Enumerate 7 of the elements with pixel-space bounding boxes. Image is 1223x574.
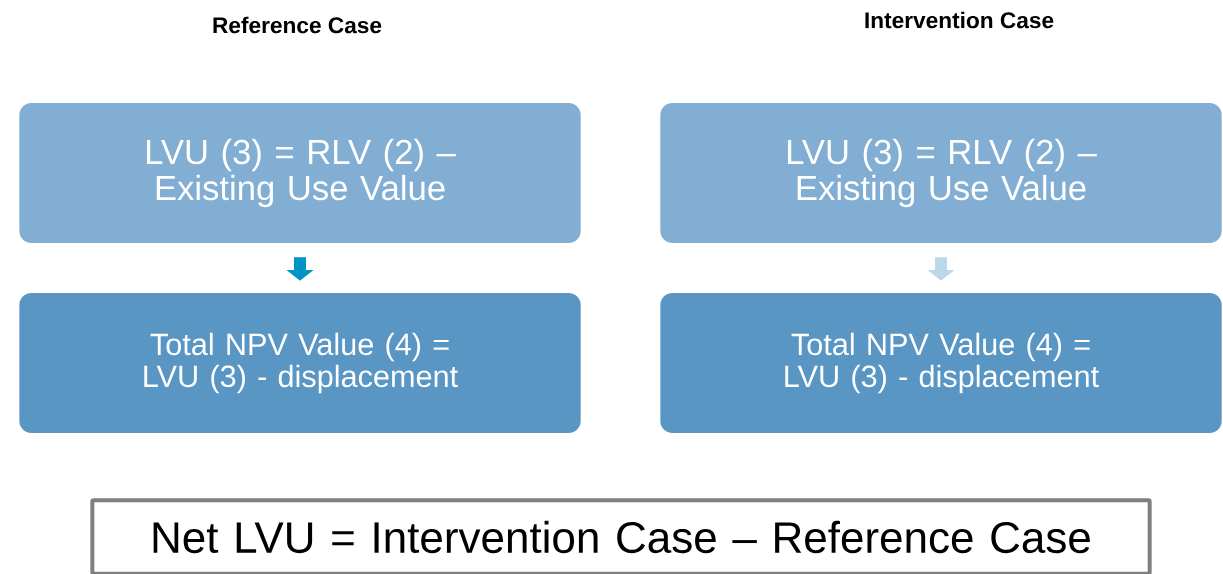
column-heading: Reference Case xyxy=(213,16,382,34)
formula-box: Net LVU = Intervention Case – Reference Case xyxy=(90,498,1152,574)
column-heading: Intervention Case xyxy=(865,11,1054,29)
process-box: LVU (3) = RLV (2) – Existing Use Value xyxy=(660,103,1222,243)
process-box: LVU (3) = RLV (2) – Existing Use Value xyxy=(19,103,581,243)
process-box: Total NPV Value (4) = LVU (3) - displacement xyxy=(660,293,1222,433)
process-box: Total NPV Value (4) = LVU (3) - displacement xyxy=(19,293,581,433)
